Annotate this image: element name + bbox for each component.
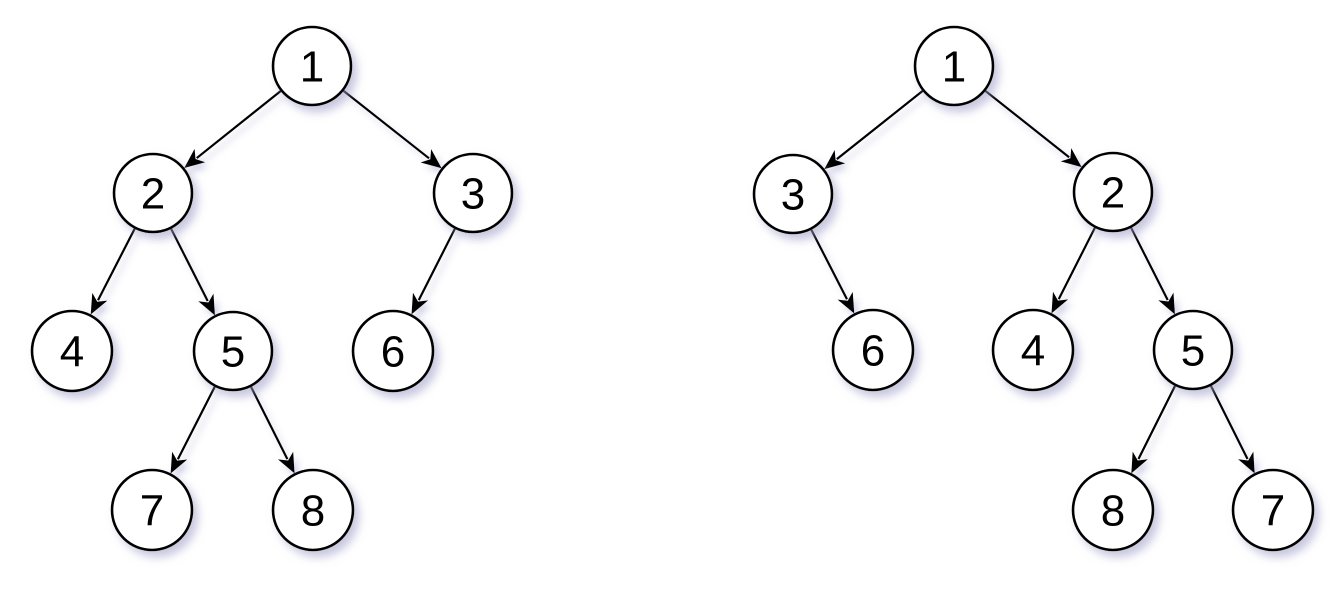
arrowhead-icon [824, 150, 846, 170]
node-circle[interactable] [991, 308, 1075, 392]
edge-1-to-3 [342, 89, 442, 169]
tree-node-7[interactable]: 7 [110, 468, 194, 552]
tree-node-2[interactable]: 2 [1072, 151, 1154, 233]
arrowhead-icon [1158, 292, 1175, 315]
edge-5-to-7 [1209, 385, 1255, 474]
node-circle[interactable] [913, 25, 995, 107]
edge-3-to-6 [810, 229, 855, 314]
node-circle[interactable] [30, 309, 114, 393]
arrowhead-icon [184, 148, 206, 169]
edge-3-to-6 [411, 228, 456, 315]
tree-node-2[interactable]: 2 [112, 152, 194, 234]
right-tree-edges [810, 89, 1255, 474]
node-circle[interactable] [1072, 151, 1154, 233]
edge-5-to-7 [170, 386, 216, 474]
arrowhead-icon [1060, 148, 1082, 168]
node-circle[interactable] [831, 308, 915, 392]
arrowhead-icon [411, 292, 429, 315]
arrowhead-icon [1051, 291, 1069, 314]
edge-1-to-2 [184, 90, 282, 169]
tree-node-1[interactable]: 1 [271, 25, 353, 107]
tree-node-7[interactable]: 7 [1231, 468, 1315, 552]
tree-node-3[interactable]: 3 [752, 153, 834, 235]
arrowhead-icon [837, 291, 855, 314]
edge-2-to-5 [170, 228, 215, 316]
node-circle[interactable] [1071, 468, 1155, 552]
tree-node-8[interactable]: 8 [271, 468, 355, 552]
node-circle[interactable] [1231, 468, 1315, 552]
node-circle[interactable] [112, 152, 194, 234]
tree-node-3[interactable]: 3 [432, 152, 514, 234]
tree-node-4[interactable]: 4 [991, 308, 1075, 392]
edge-2-to-4 [90, 228, 136, 315]
edge-1-to-2 [984, 89, 1082, 168]
node-circle[interactable] [192, 310, 274, 392]
edge-2-to-5 [1130, 227, 1175, 315]
edge-2-to-4 [1051, 227, 1096, 314]
tree-node-5[interactable]: 5 [1152, 309, 1234, 391]
tree-node-1[interactable]: 1 [913, 25, 995, 107]
arrowhead-icon [1131, 451, 1148, 474]
node-circle[interactable] [432, 152, 514, 234]
edge-5-to-8 [1131, 385, 1177, 474]
tree-node-8[interactable]: 8 [1071, 468, 1155, 552]
node-circle[interactable] [1152, 309, 1234, 391]
node-circle[interactable] [351, 309, 435, 393]
tree-node-4[interactable]: 4 [30, 309, 114, 393]
left-tree-edges [90, 89, 456, 474]
edges-layer [90, 89, 1255, 474]
edge-1-to-3 [824, 90, 924, 170]
node-circle[interactable] [271, 468, 355, 552]
node-circle[interactable] [752, 153, 834, 235]
arrowhead-icon [1238, 451, 1255, 474]
edge-5-to-8 [249, 386, 295, 474]
arrowhead-icon [170, 451, 188, 474]
arrowhead-icon [277, 451, 295, 474]
tree-node-6[interactable]: 6 [351, 309, 435, 393]
arrowhead-icon [198, 293, 215, 316]
node-circle[interactable] [271, 25, 353, 107]
node-circle[interactable] [110, 468, 194, 552]
tree-node-6[interactable]: 6 [831, 308, 915, 392]
arrowhead-icon [90, 292, 108, 315]
arrowhead-icon [420, 149, 442, 169]
tree-node-5[interactable]: 5 [192, 310, 274, 392]
